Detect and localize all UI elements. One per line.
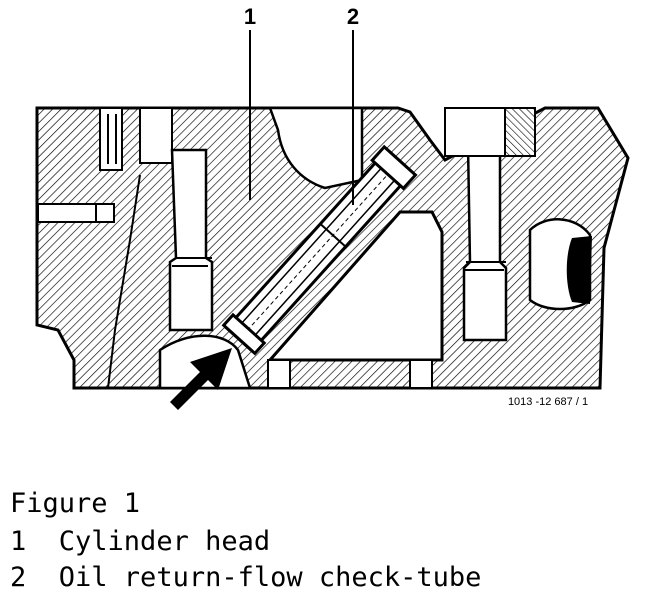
side-bolt-hole bbox=[37, 203, 115, 223]
caption-item-text: Cylinder head bbox=[58, 526, 271, 557]
valve-bore-left bbox=[168, 148, 214, 332]
oil-flow-arrow-icon bbox=[170, 348, 232, 410]
callout-1: 1 bbox=[244, 4, 256, 29]
callout-2: 2 bbox=[347, 4, 359, 29]
bolt-bore-left bbox=[99, 107, 123, 171]
cylinder-head-diagram: 1 2 1013 -12 687 / 1 bbox=[35, 4, 630, 410]
caption-item-number: 2 bbox=[10, 562, 27, 593]
drawing-reference: 1013 -12 687 / 1 bbox=[508, 396, 588, 408]
caption-item-number: 1 bbox=[10, 526, 27, 557]
caption-item-text: Oil return-flow check-tube bbox=[58, 562, 482, 593]
caption-item-1: 1 Cylinder head bbox=[10, 528, 270, 555]
check-tube bbox=[221, 144, 418, 356]
figure-title: Figure 1 bbox=[10, 488, 141, 519]
camshaft-bearing-cutout bbox=[140, 106, 364, 190]
caption-item-2: 2 Oil return-flow check-tube bbox=[10, 564, 481, 591]
valve-bore-right bbox=[462, 143, 508, 342]
